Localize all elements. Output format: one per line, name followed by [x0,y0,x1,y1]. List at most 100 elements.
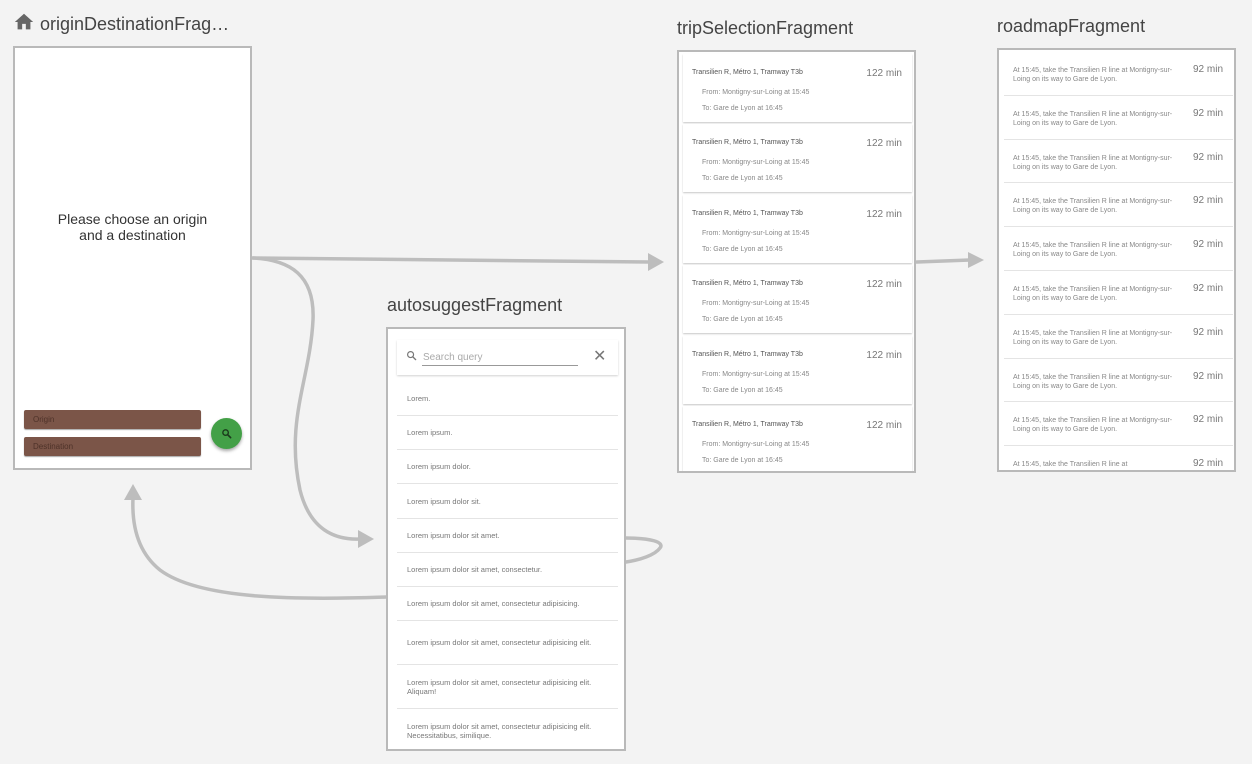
trip-to: To: Gare de Lyon at 16:45 [702,456,783,464]
trip-from: From: Montigny-sur-Loing at 15:45 [702,89,810,96]
roadmap-step: At 15:45, take the Transilien R line at … [1004,446,1233,470]
step-text: At 15:45, take the Transilien R line at [1013,461,1128,469]
empty-state-message: Please choose an origin and a destinatio… [15,211,250,243]
trip-from: From: Montigny-sur-Loing at 15:45 [702,370,810,378]
arrow-autosuggest-self-loop [624,536,663,564]
step-text: At 15:45, take the Transilien R line at … [1013,110,1173,127]
suggestion-list: Lorem. Lorem ipsum. Lorem ipsum dolor. L… [397,382,618,749]
trip-duration: 122 min [866,349,902,361]
list-item[interactable]: Lorem ipsum dolor sit amet, consectetur … [407,722,592,740]
trip-selection-title: tripSelectionFragment [677,18,854,38]
arrow-origin-to-trip [251,256,652,264]
step-duration: 92 min [1192,107,1223,119]
step-duration: 92 min [1192,195,1223,207]
roadmap-step: At 15:45, take the Transilien R line at … [1004,271,1233,315]
step-duration: 92 min [1192,239,1223,251]
roadmap-step: At 15:45, take the Transilien R line at … [1004,359,1233,403]
arrowhead-roadmap [968,252,984,268]
origin-field[interactable]: Origin [24,410,201,429]
autosuggest-screen: ✕ Lorem. Lorem ipsum. Lorem ipsum dolor.… [386,327,626,751]
arrowhead-trip [648,253,664,271]
trip-to: To: Gare de Lyon at 16:45 [702,245,783,253]
step-text: At 15:45, take the Transilien R line at … [1013,285,1173,302]
home-icon [14,13,34,30]
arrowhead-origin [124,484,142,500]
roadmap-screen: At 15:45, take the Transilien R line at … [997,48,1236,472]
search-fab-button[interactable] [211,418,242,449]
trip-duration: 122 min [866,208,902,220]
trip-card[interactable]: Transilien R, Métro 1, Tramway T3b 122 m… [683,335,912,404]
roadmap-title: roadmapFragment [997,16,1146,36]
trip-selection-screen: Transilien R, Métro 1, Tramway T3b 122 m… [677,50,916,473]
roadmap-step: At 15:45, take the Transilien R line at … [1004,140,1233,184]
roadmap-step: At 15:45, take the Transilien R line at … [1004,402,1233,447]
list-item[interactable]: Lorem ipsum dolor. [397,450,618,484]
step-text: At 15:45, take the Transilien R line at … [1013,417,1173,434]
list-item[interactable]: Lorem ipsum dolor sit amet. [397,519,618,553]
arrow-origin-to-autosuggest [251,256,362,541]
list-item[interactable]: Lorem ipsum dolor sit. [397,484,618,519]
trip-lines: Transilien R, Métro 1, Tramway T3b [692,280,803,288]
step-text: At 15:45, take the Transilien R line at … [1013,154,1173,171]
step-duration: 92 min [1192,370,1223,382]
trip-duration: 122 min [866,279,902,291]
step-duration: 92 min [1192,326,1223,338]
search-icon [407,351,417,361]
trip-card[interactable]: Transilien R, Métro 1, Tramway T3b 122 m… [683,265,912,334]
trip-duration: 122 min [866,419,902,431]
step-duration: 92 min [1192,458,1223,470]
search-input[interactable] [422,349,578,366]
trip-card[interactable]: Transilien R, Métro 1, Tramway T3b 122 m… [683,54,912,122]
trip-from: From: Montigny-sur-Loing at 15:45 [702,229,810,237]
step-duration: 92 min [1192,151,1223,163]
trip-card[interactable]: Transilien R, Métro 1, Tramway T3b 122 m… [683,124,912,193]
trip-card[interactable]: Transilien R, Métro 1, Tramway T3b 122 m… [683,405,912,471]
roadmap-steps-list: At 15:45, take the Transilien R line at … [1004,52,1233,470]
trip-from: From: Montigny-sur-Loing at 15:45 [702,300,810,308]
list-item[interactable]: Lorem. [397,382,618,416]
roadmap-step: At 15:45, take the Transilien R line at … [1004,52,1233,96]
trip-lines: Transilien R, Métro 1, Tramway T3b [692,139,803,147]
origin-destination-title: originDestinationFrag… [40,14,230,34]
arrowhead-autosuggest [358,530,374,548]
destination-field[interactable]: Destination [24,437,201,456]
trip-lines: Transilien R, Métro 1, Tramway T3b [692,209,803,217]
roadmap-step: At 15:45, take the Transilien R line at … [1004,227,1233,271]
trip-to: To: Gare de Lyon at 16:45 [702,386,783,394]
trip-to: To: Gare de Lyon at 16:45 [702,175,783,183]
list-item[interactable]: Lorem ipsum. [397,416,618,450]
roadmap-step: At 15:45, take the Transilien R line at … [1004,96,1233,140]
trip-to: To: Gare de Lyon at 16:45 [702,105,783,112]
close-icon[interactable]: ✕ [593,348,607,365]
roadmap-step: At 15:45, take the Transilien R line at … [1004,315,1233,359]
step-text: At 15:45, take the Transilien R line at … [1013,373,1173,390]
origin-destination-screen: Please choose an origin and a destinatio… [13,46,252,470]
trip-duration: 122 min [866,68,902,79]
trip-lines: Transilien R, Métro 1, Tramway T3b [692,69,803,76]
list-item[interactable]: Lorem ipsum dolor sit amet, consectetur … [397,587,618,621]
step-text: At 15:45, take the Transilien R line at … [1013,67,1173,83]
arrow-trip-to-roadmap [915,258,972,264]
arrow-autosuggest-to-origin [131,496,388,601]
trip-lines: Transilien R, Métro 1, Tramway T3b [692,350,803,358]
autosuggest-title: autosuggestFragment [387,295,563,315]
step-duration: 92 min [1192,64,1223,75]
trip-to: To: Gare de Lyon at 16:45 [702,316,783,324]
list-item[interactable]: Lorem ipsum dolor sit amet, consectetur … [397,621,618,665]
step-duration: 92 min [1192,414,1223,426]
step-duration: 92 min [1192,282,1223,294]
step-text: At 15:45, take the Transilien R line at … [1013,329,1173,346]
list-item[interactable]: Lorem ipsum dolor sit amet, consectetur. [397,553,618,587]
trip-list: Transilien R, Métro 1, Tramway T3b 122 m… [683,54,912,471]
roadmap-step: At 15:45, take the Transilien R line at … [1004,183,1233,228]
trip-duration: 122 min [866,138,902,150]
trip-card[interactable]: Transilien R, Métro 1, Tramway T3b 122 m… [683,194,912,263]
message-line-2: and a destination [79,227,186,243]
list-item[interactable]: Lorem ipsum dolor sit amet, consectetur … [397,665,618,709]
search-bar: ✕ [397,340,618,375]
trip-lines: Transilien R, Métro 1, Tramway T3b [692,420,803,428]
trip-from: From: Montigny-sur-Loing at 15:45 [702,159,810,167]
step-text: At 15:45, take the Transilien R line at … [1013,198,1173,215]
step-text: At 15:45, take the Transilien R line at … [1013,242,1173,259]
